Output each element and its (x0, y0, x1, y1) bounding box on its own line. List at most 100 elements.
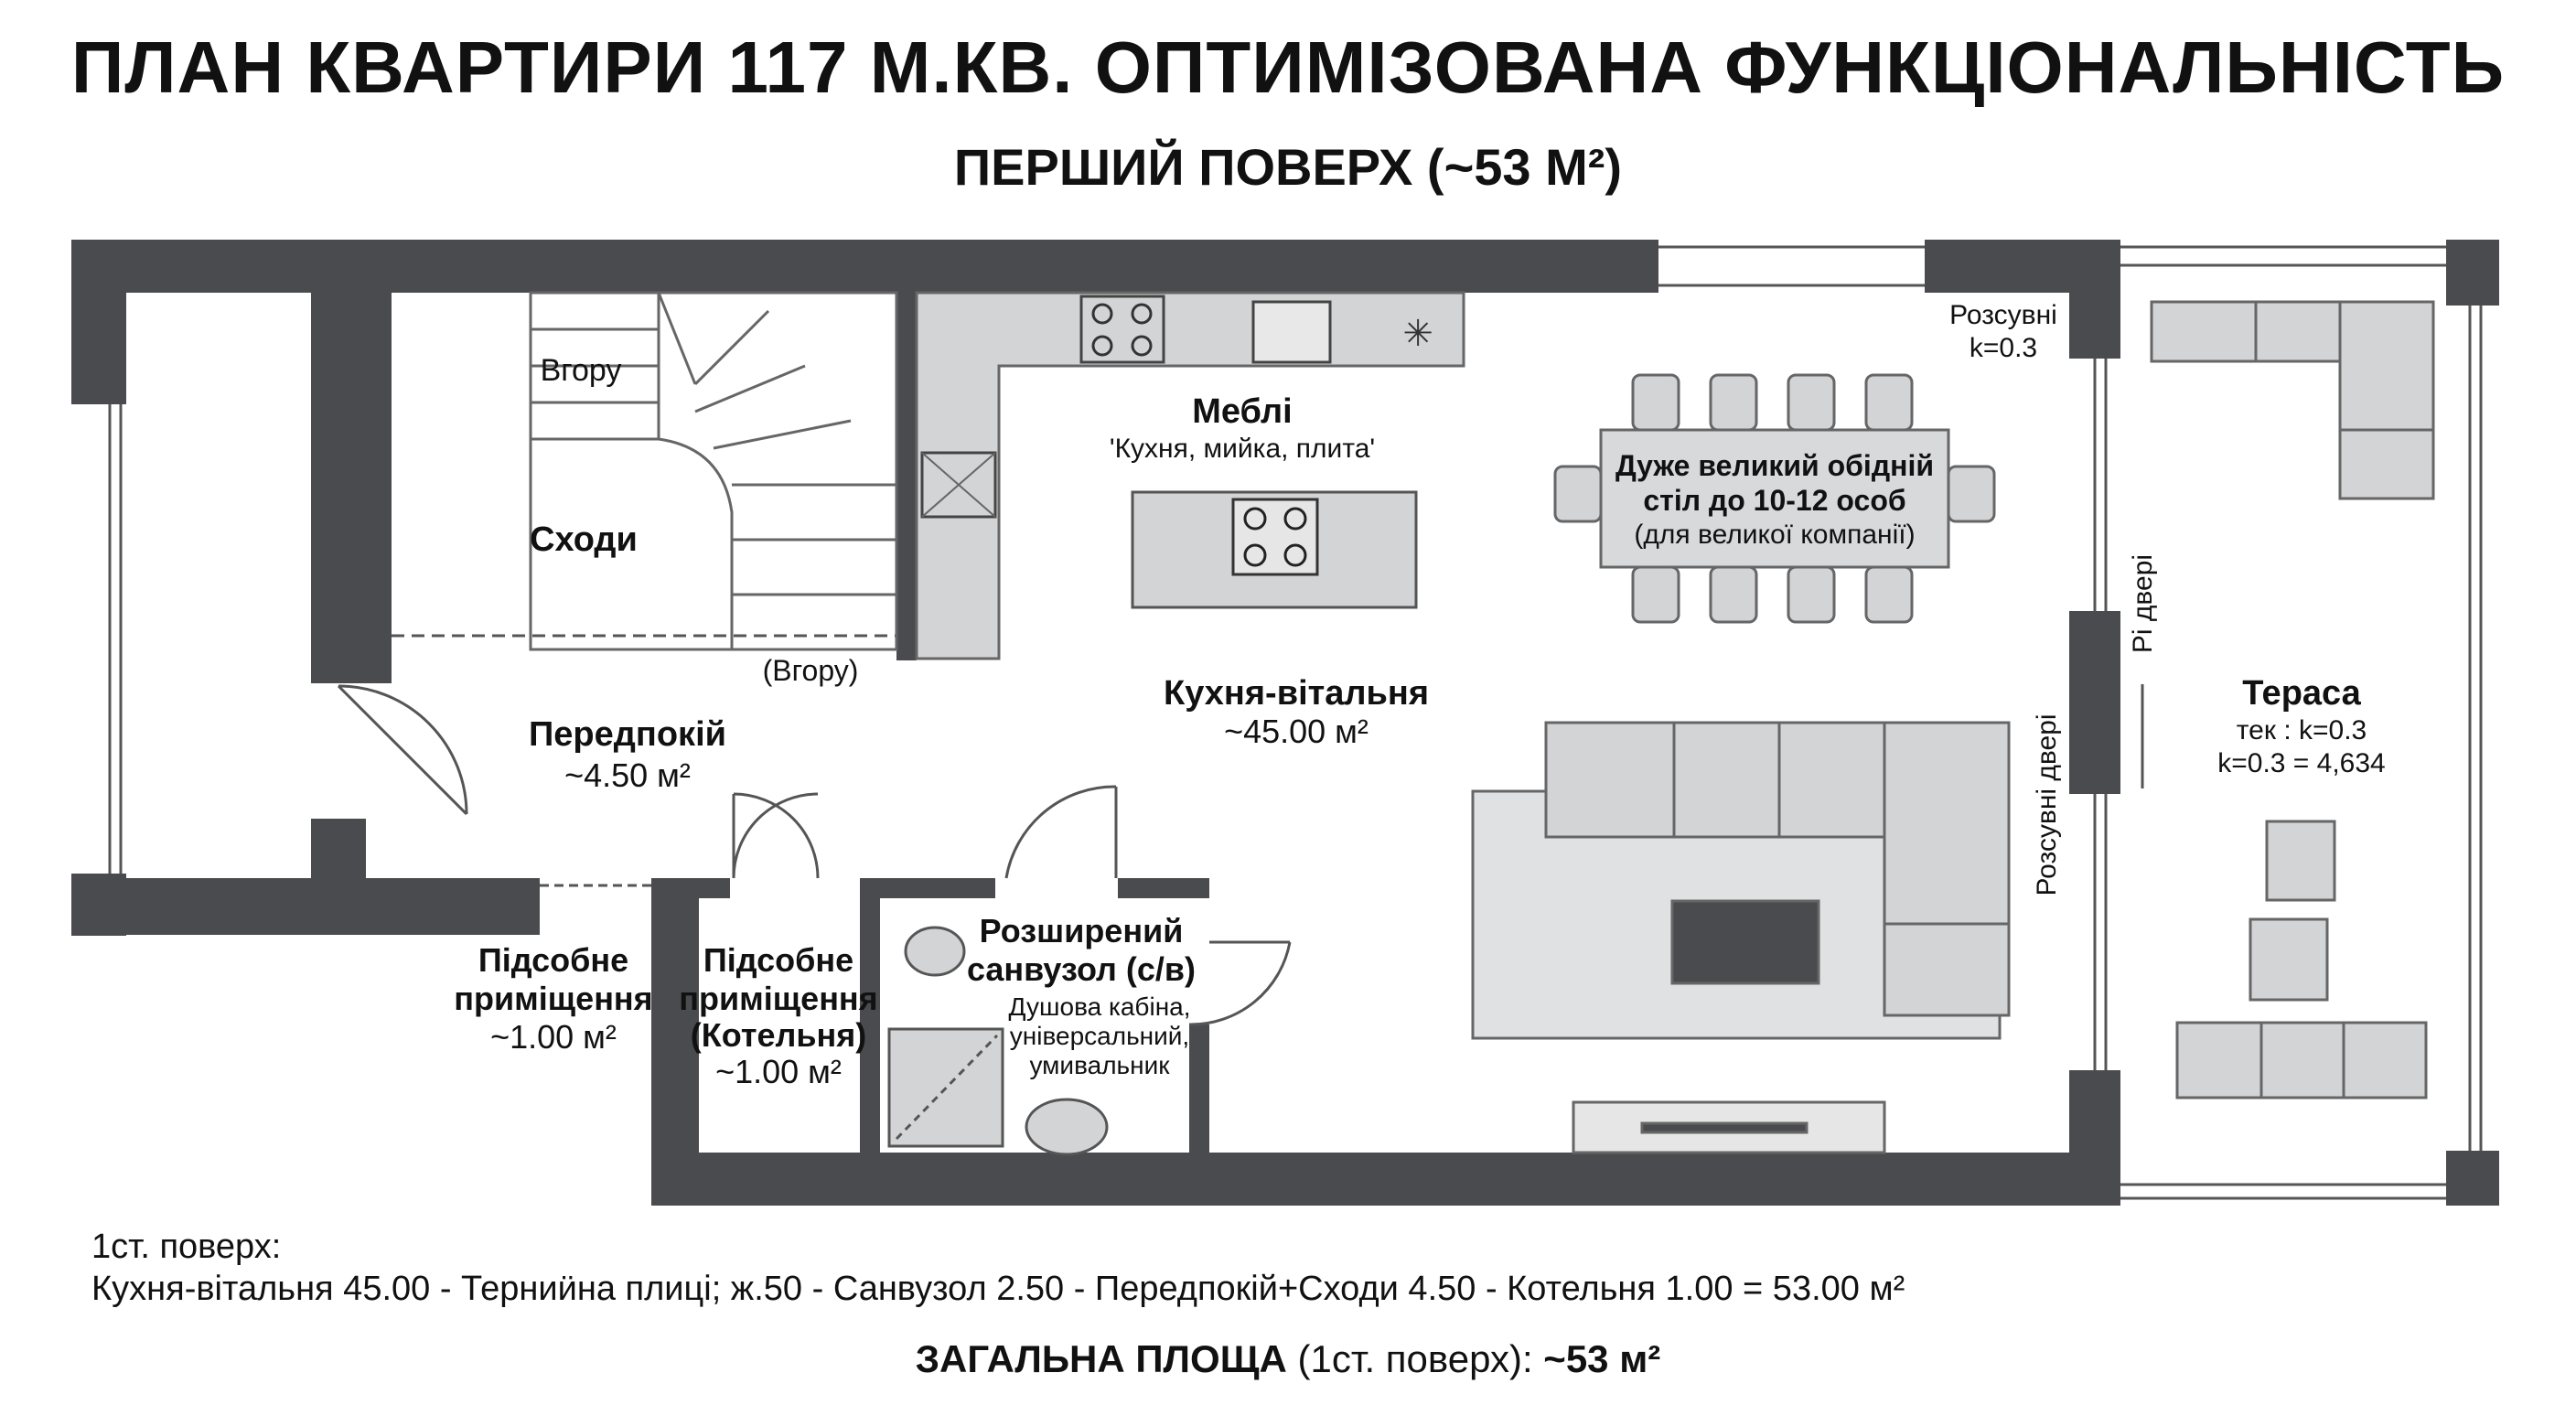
bath-desc3: умивальник (1030, 1051, 1171, 1079)
entrance-door-leaf (337, 684, 468, 816)
wall-right-mid (2069, 611, 2120, 794)
wall-utility-divider (677, 878, 730, 898)
footer-heading: 1ст. поверх: (91, 1228, 282, 1266)
total-area-value: ~53 м² (1543, 1337, 1661, 1380)
stove-burner-3 (1091, 335, 1113, 357)
washbasin-icon (1025, 1098, 1109, 1156)
stove-icon (1091, 303, 1113, 325)
chair (1787, 373, 1836, 432)
footer-breakdown: Кухня-вітальня 45.00 - Терниӥна плиці; ж… (91, 1270, 1905, 1308)
wall-kitchen-left (896, 240, 917, 660)
stove-burner-2 (1131, 303, 1153, 325)
stairs-up-label-2: (Вгору) (763, 654, 859, 687)
sink-icon (1251, 300, 1332, 364)
stair-step-7 (694, 364, 806, 413)
bath-line2: санвузол (с/в) (967, 950, 1196, 988)
terrace-name: Тераса (2242, 674, 2361, 713)
utility1-area: ~1.00 м² (490, 1018, 617, 1056)
dining-set (1553, 373, 1996, 624)
terrace-door-label: Рі двері (2128, 554, 2158, 653)
chair (1864, 373, 1914, 432)
stair-outline (529, 291, 898, 651)
wall-top-left (71, 240, 1658, 293)
terrace-armchair (2265, 820, 2336, 902)
chair (1709, 565, 1758, 624)
wall-bottom-main (651, 1153, 2120, 1206)
entrance-door-swing (338, 684, 468, 815)
chair (1787, 565, 1836, 624)
floor-subtitle: ПЕРШИЙ ПОВЕРХ (~53 М²) (953, 138, 1623, 196)
terrace-line2: тек : k=0.3 (2237, 715, 2367, 745)
island-cooktop-icon (1231, 498, 1319, 576)
wall-right-top (2069, 240, 2120, 359)
island-burner-2 (1283, 507, 1307, 531)
wall-bath-right (1189, 1024, 1209, 1171)
island-burner-3 (1243, 543, 1267, 567)
thin-lines (108, 245, 2483, 1200)
chair (1631, 565, 1680, 624)
wall-right-bottom (2069, 1070, 2120, 1206)
coffee-table (1670, 899, 1820, 985)
plan-title: ПЛАН КВАРТИРИ 117 М.КВ. ОПТИМІЗОВАНА ФУН… (70, 27, 2506, 108)
bath-inner-door-swing (1188, 941, 1292, 1026)
kitchen-name: Кухня-вітальня (1164, 674, 1429, 713)
dining-line1: Дуже великий обідній (1615, 449, 1934, 482)
dining-line3: (для великої компанії) (1634, 520, 1915, 550)
wall-bath-top (860, 878, 995, 898)
terrace-furniture (2150, 300, 2435, 1099)
stair-inner-curve (657, 293, 734, 649)
bath-door-swing (1004, 785, 1117, 879)
terrace-post-tr (2446, 240, 2499, 306)
wall-stair-inner (311, 240, 392, 683)
sliding-top-line1: Розсувні (1949, 300, 2057, 330)
chair (1709, 373, 1758, 432)
wall-inner-lower (311, 819, 366, 935)
furniture-desc: 'Кухня, мийка, плита' (1110, 434, 1375, 464)
boiler-door-swing (732, 792, 819, 879)
boiler-line2: приміщення (679, 980, 877, 1017)
chair (1631, 373, 1680, 432)
boiler-line3: (Котельня) (691, 1016, 866, 1054)
bathroom-fixtures (887, 926, 1109, 1156)
bath-desc2: універсальний, (1010, 1022, 1189, 1050)
terrace-line3: k=0.3 = 4,634 (2217, 748, 2386, 778)
staircase (529, 291, 898, 651)
doors (337, 684, 1292, 1026)
utility-door-swing (733, 792, 820, 879)
stairs-up-label: Вгору (541, 353, 622, 388)
boiler-line1: Підсобне (703, 941, 853, 979)
shower-diagonal (895, 1034, 999, 1141)
snowflake-icon: ✳ (1402, 314, 1433, 354)
bath-desc1: Душова кабіна, (1008, 992, 1190, 1021)
fridge-cross-2 (921, 452, 996, 518)
island-burner-4 (1283, 543, 1307, 567)
terrace-sofa-corner (2150, 300, 2435, 500)
dining-line2: стіл до 10-12 особ (1643, 484, 1905, 517)
living-area (1471, 721, 2011, 1154)
stair-step-8 (713, 419, 852, 450)
stairs-name: Сходи (530, 520, 638, 559)
kitchen-area: ~45.00 м² (1224, 713, 1368, 750)
terrace-sofa-bottom (2175, 1021, 2428, 1099)
chair (1864, 565, 1914, 624)
total-area-label: ЗАГАЛЬНА ПЛОЩА (915, 1337, 1287, 1380)
toilet-icon (904, 926, 966, 977)
stove-burner-4 (1131, 335, 1153, 357)
chair (1553, 465, 1603, 523)
hall-name: Передпокій (529, 715, 726, 754)
bath-line1: Розширений (980, 912, 1184, 949)
stove-top (1079, 295, 1165, 364)
utility1-line1: Підсобне (478, 941, 628, 979)
furniture-title: Меблі (1192, 392, 1293, 431)
kitchen-counter (915, 291, 1465, 660)
island-burner-1 (1243, 507, 1267, 531)
wall-left-top (71, 240, 126, 404)
tv-screen (1640, 1121, 1809, 1134)
kitchen-furniture: ✳ (915, 291, 1465, 660)
terrace-post-br (2446, 1151, 2499, 1206)
wall-utility-left (651, 878, 699, 1171)
wall-bottom-left (71, 878, 540, 935)
wall-boiler-right (860, 878, 880, 1171)
stair-step-6 (693, 309, 770, 386)
